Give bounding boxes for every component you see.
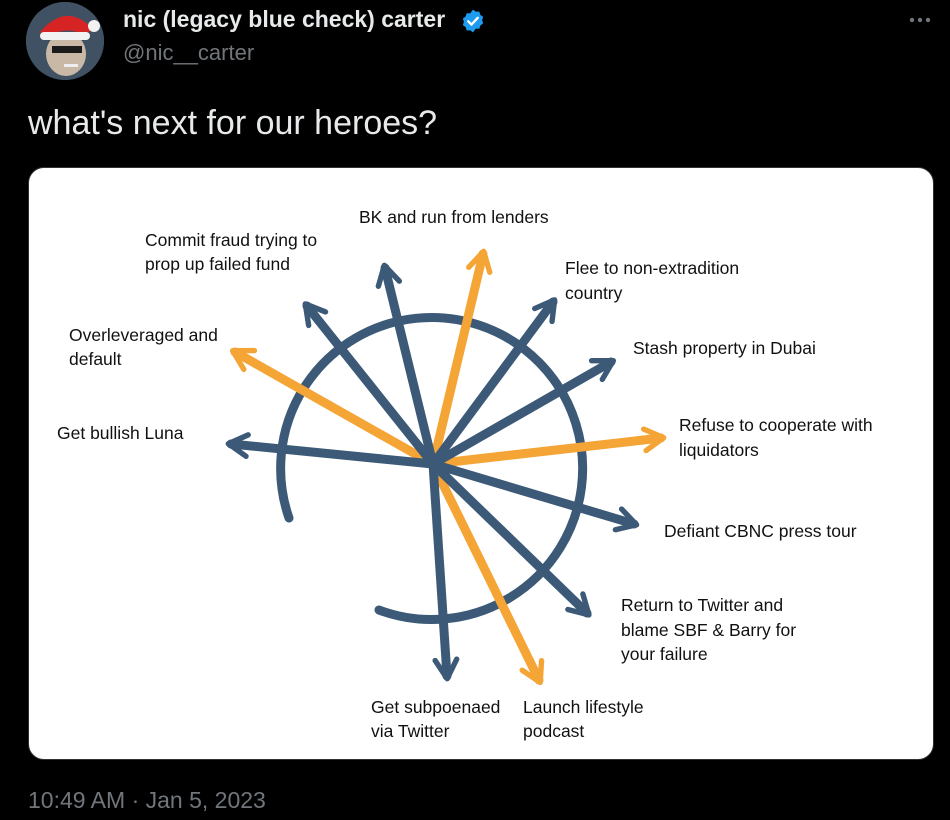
arrow-subpoena	[428, 459, 460, 682]
avatar-image	[26, 2, 104, 80]
label-subpoena: Get subpoenaed	[371, 697, 500, 717]
arrow-overleveraged	[229, 347, 438, 469]
diagram: BK and run from lenders Commit fraud try…	[57, 207, 873, 741]
ellipsis-icon	[909, 17, 931, 23]
label-return: blame SBF & Barry for	[621, 620, 796, 640]
label-podcast: podcast	[523, 721, 584, 741]
more-options-button[interactable]	[900, 0, 940, 40]
label-luna: Get bullish Luna	[57, 423, 184, 443]
arrow-commit-fraud-2	[375, 262, 438, 469]
arrow-defiant	[428, 459, 640, 533]
arrow-flee	[428, 297, 558, 469]
label-stash: Stash property in Dubai	[633, 338, 816, 358]
label-podcast: Launch lifestyle	[523, 697, 644, 717]
label-return: Return to Twitter and	[621, 595, 783, 615]
label-commit-fraud: prop up failed fund	[145, 254, 290, 274]
label-overleveraged: default	[69, 349, 122, 369]
timestamp[interactable]: 10:49 AM · Jan 5, 2023	[28, 787, 266, 813]
arrow-return	[428, 459, 592, 618]
label-bk-run: BK and run from lenders	[359, 207, 549, 227]
arrow-commit-fraud	[302, 301, 438, 469]
label-defiant: Defiant CBNC press tour	[664, 521, 857, 541]
label-return: your failure	[621, 644, 708, 664]
label-refuse: liquidators	[679, 440, 759, 460]
arrow-luna	[225, 432, 438, 469]
label-flee: Flee to non-extradition	[565, 258, 739, 278]
arrow-stash	[428, 357, 617, 469]
label-commit-fraud: Commit fraud trying to	[145, 230, 317, 250]
tweet-media-image[interactable]: BK and run from lenders Commit fraud try…	[28, 167, 934, 760]
tweet-text: what's next for our heroes?	[28, 104, 438, 142]
handle[interactable]: @nic__carter	[123, 40, 255, 65]
label-overleveraged: Overleveraged and	[69, 325, 218, 345]
verified-badge-icon	[462, 9, 484, 33]
arrow-podcast	[428, 459, 545, 686]
arrow-refuse	[428, 426, 667, 469]
label-refuse: Refuse to cooperate with	[679, 415, 873, 435]
arrow-bk-run	[428, 248, 493, 469]
avatar[interactable]	[26, 2, 104, 80]
label-subpoena: via Twitter	[371, 721, 450, 741]
display-name[interactable]: nic (legacy blue check) carter	[123, 6, 446, 32]
label-flee: country	[565, 283, 623, 303]
